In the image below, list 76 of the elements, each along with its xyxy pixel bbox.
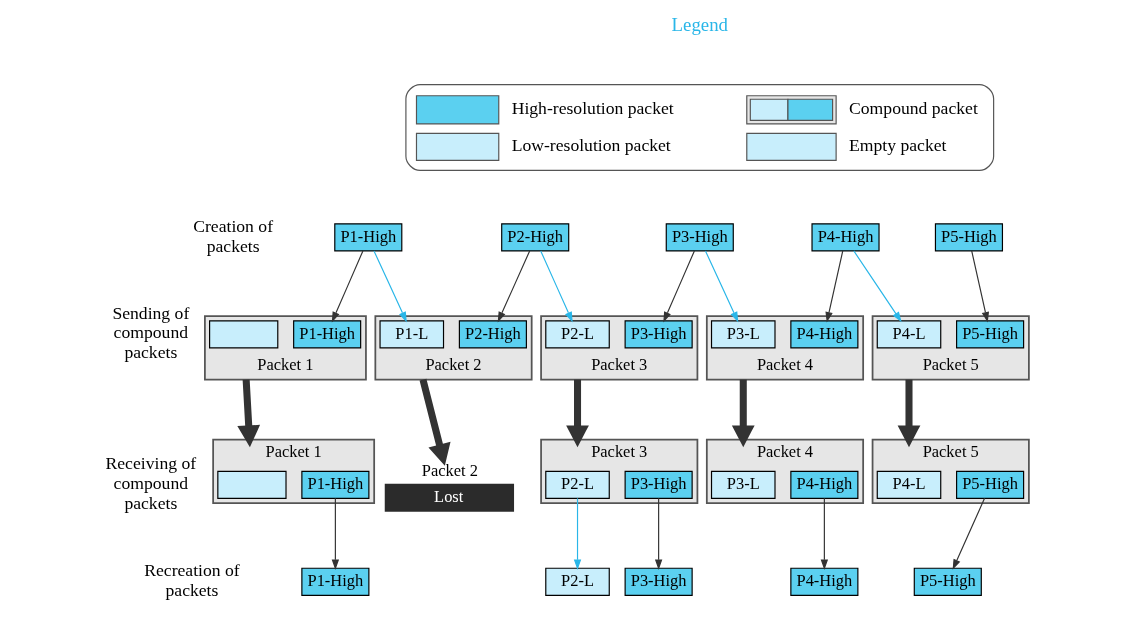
arrow xyxy=(497,250,530,323)
node-box: P4-L xyxy=(876,470,941,499)
node-box: P3-High xyxy=(624,320,693,349)
arrow xyxy=(539,250,573,323)
cluster xyxy=(539,315,698,381)
node-box: P2-L xyxy=(544,470,610,499)
node-box: P4-L xyxy=(876,320,941,349)
arrow xyxy=(970,250,989,323)
arrow xyxy=(654,497,662,571)
label: Legend xyxy=(671,13,728,35)
node-box: P5-High xyxy=(934,223,1003,252)
node-box: P3-High xyxy=(624,470,693,499)
node-box: P4-High xyxy=(789,567,858,596)
node-box: P4-High xyxy=(810,223,880,252)
arrow xyxy=(573,497,581,571)
legend-label: Low-resolution packet xyxy=(511,134,671,155)
node-box: P2-High xyxy=(458,320,527,349)
arrow xyxy=(952,497,985,570)
node-box: P3-High xyxy=(665,223,734,252)
arrow xyxy=(565,379,589,448)
node-box: P2-L xyxy=(544,567,610,596)
node-label: Packet 5 xyxy=(922,442,979,462)
cluster xyxy=(705,315,864,381)
node-box: Lost xyxy=(384,483,514,512)
node-box: P3-L xyxy=(710,470,776,499)
arrow xyxy=(331,497,339,571)
legend-label: High-resolution packet xyxy=(511,97,674,118)
node-box: P1-High xyxy=(333,223,402,252)
node-label: Packet 3 xyxy=(590,355,647,375)
legend-label: Empty packet xyxy=(848,134,946,155)
node-box: P3-L xyxy=(710,320,776,349)
cluster xyxy=(539,438,698,504)
node-box: P1-High xyxy=(292,320,361,349)
label: Receiving of compound packets xyxy=(105,452,196,513)
node-box: P5-High xyxy=(955,470,1024,499)
node-label: Packet 1 xyxy=(256,355,313,375)
node-box: P4-High xyxy=(789,320,858,349)
node-label: Packet 2 xyxy=(424,355,482,375)
arrow xyxy=(662,250,695,323)
arrow xyxy=(820,497,828,571)
arrow xyxy=(704,250,738,323)
node-box: P2-High xyxy=(500,223,569,252)
node-box: P1-High xyxy=(300,470,369,499)
node-label: Packet 2 xyxy=(421,460,478,480)
cluster xyxy=(705,438,864,504)
arrow xyxy=(824,250,843,323)
label: Sending of compound packets xyxy=(111,302,189,363)
arrow xyxy=(372,250,407,323)
node-box: P5-High xyxy=(955,320,1024,349)
node-box: P5-High xyxy=(913,567,982,596)
node-label: Packet 5 xyxy=(922,355,979,375)
node-label: Packet 4 xyxy=(756,355,813,375)
arrow xyxy=(236,379,260,448)
node-label: Packet 1 xyxy=(265,442,322,462)
node-box: P2-L xyxy=(544,320,610,349)
node-label: Packet 4 xyxy=(756,442,813,462)
node-label: Packet 3 xyxy=(590,442,647,462)
node-box: P1-L xyxy=(378,320,444,349)
cluster xyxy=(871,315,1030,381)
cluster xyxy=(871,438,1030,504)
arrow xyxy=(331,250,363,323)
arrow xyxy=(419,378,451,466)
arrow xyxy=(897,379,920,448)
label: Creation of packets xyxy=(192,215,273,256)
label: Recreation of packets xyxy=(143,559,240,600)
cluster xyxy=(211,438,375,504)
cluster xyxy=(203,315,367,381)
node-box xyxy=(216,470,287,499)
node-box: P3-High xyxy=(624,567,693,596)
node-box: P4-High xyxy=(789,470,858,499)
node-box: P1-High xyxy=(300,567,369,596)
cluster xyxy=(373,315,533,381)
arrow xyxy=(852,250,902,323)
arrow xyxy=(731,379,755,448)
legend-label: Compound packet xyxy=(848,97,978,118)
node-box xyxy=(208,320,278,349)
